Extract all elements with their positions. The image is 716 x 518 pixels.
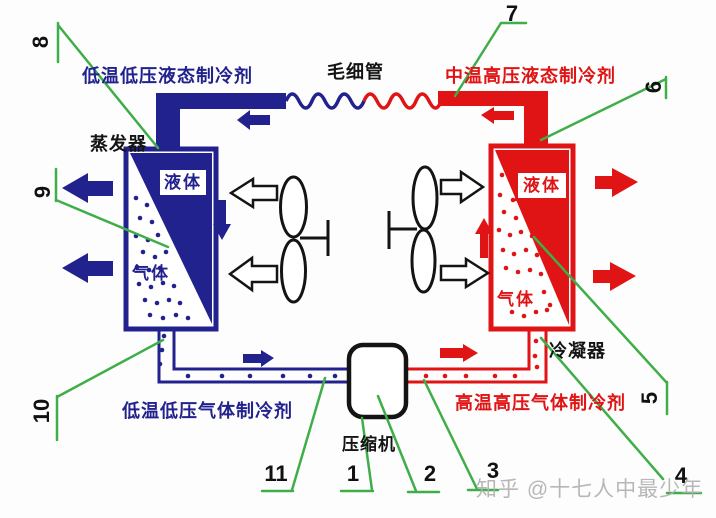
flow-arrow-up-condenser bbox=[475, 218, 493, 258]
callout-leader-lines bbox=[54, 21, 703, 495]
leader-11 bbox=[260, 376, 327, 493]
discharge-pipe bbox=[406, 330, 548, 384]
callout-2: 2 bbox=[423, 461, 437, 486]
leader-2 bbox=[376, 394, 441, 494]
leader-4 bbox=[539, 336, 703, 495]
label-high-pressure-liquid: 中温高压液态制冷剂 bbox=[445, 66, 616, 86]
callout-8: 8 bbox=[28, 35, 53, 49]
indoor-fan bbox=[279, 175, 330, 304]
callout-1: 1 bbox=[346, 461, 360, 486]
evaporator-gas-bubbles bbox=[133, 195, 338, 379]
callout-5: 5 bbox=[637, 391, 662, 405]
leader-1 bbox=[339, 416, 375, 493]
leader-3 bbox=[422, 378, 500, 492]
condenser-gas-label: 气体 bbox=[497, 290, 535, 309]
flow-arrow-down-evaporator bbox=[213, 200, 231, 240]
leader-6 bbox=[539, 75, 668, 142]
capillary-tube-hot-half bbox=[362, 92, 443, 110]
evaporator-gas-label: 气体 bbox=[132, 264, 170, 283]
leader-8 bbox=[56, 21, 160, 150]
callout-7: 7 bbox=[505, 1, 519, 26]
label-capillary: 毛细管 bbox=[327, 62, 384, 82]
capillary-tube-cold-half bbox=[284, 92, 366, 110]
label-evaporator: 蒸发器 bbox=[90, 134, 147, 154]
callout-4: 4 bbox=[674, 463, 688, 488]
compressor-body bbox=[346, 342, 409, 420]
callout-6: 6 bbox=[641, 80, 666, 94]
zhihu-watermark: 知乎 @十七人中最少年 bbox=[476, 478, 704, 501]
condenser-inlet-pipe bbox=[438, 91, 548, 149]
condenser-droplets bbox=[423, 172, 553, 379]
flow-arrow-discharge bbox=[440, 344, 478, 362]
leader-10 bbox=[55, 338, 165, 442]
suction-pipe bbox=[157, 330, 348, 384]
outdoor-fan bbox=[387, 165, 439, 294]
label-condenser: 冷凝器 bbox=[549, 341, 606, 361]
condenser-liquid-label: 液体 bbox=[515, 170, 569, 201]
flow-arrow-from-condenser bbox=[481, 107, 514, 124]
callout-3: 3 bbox=[486, 458, 500, 483]
hot-air-out-arrows bbox=[593, 168, 638, 291]
evaporator-liquid-label: 液体 bbox=[157, 167, 209, 198]
callout-11: 11 bbox=[264, 461, 288, 486]
leader-7 bbox=[453, 21, 528, 98]
callout-9: 9 bbox=[30, 185, 55, 199]
cold-air-out-arrows bbox=[62, 173, 113, 283]
evaporator-inlet-pipe bbox=[156, 93, 286, 151]
leader-5 bbox=[532, 235, 669, 416]
flow-arrow-suction bbox=[243, 350, 274, 367]
leader-9 bbox=[54, 167, 170, 249]
label-low-pressure-gas: 低温低压气体制冷剂 bbox=[122, 401, 293, 421]
callout-10: 10 bbox=[29, 398, 54, 424]
air-intake-arrows bbox=[227, 169, 491, 293]
label-low-pressure-liquid: 低温低压液态制冷剂 bbox=[82, 66, 253, 86]
label-compressor: 压缩机 bbox=[342, 435, 396, 454]
flow-arrow-into-evaporator bbox=[237, 110, 270, 130]
label-high-pressure-gas: 高温高压气体制冷剂 bbox=[455, 393, 626, 413]
